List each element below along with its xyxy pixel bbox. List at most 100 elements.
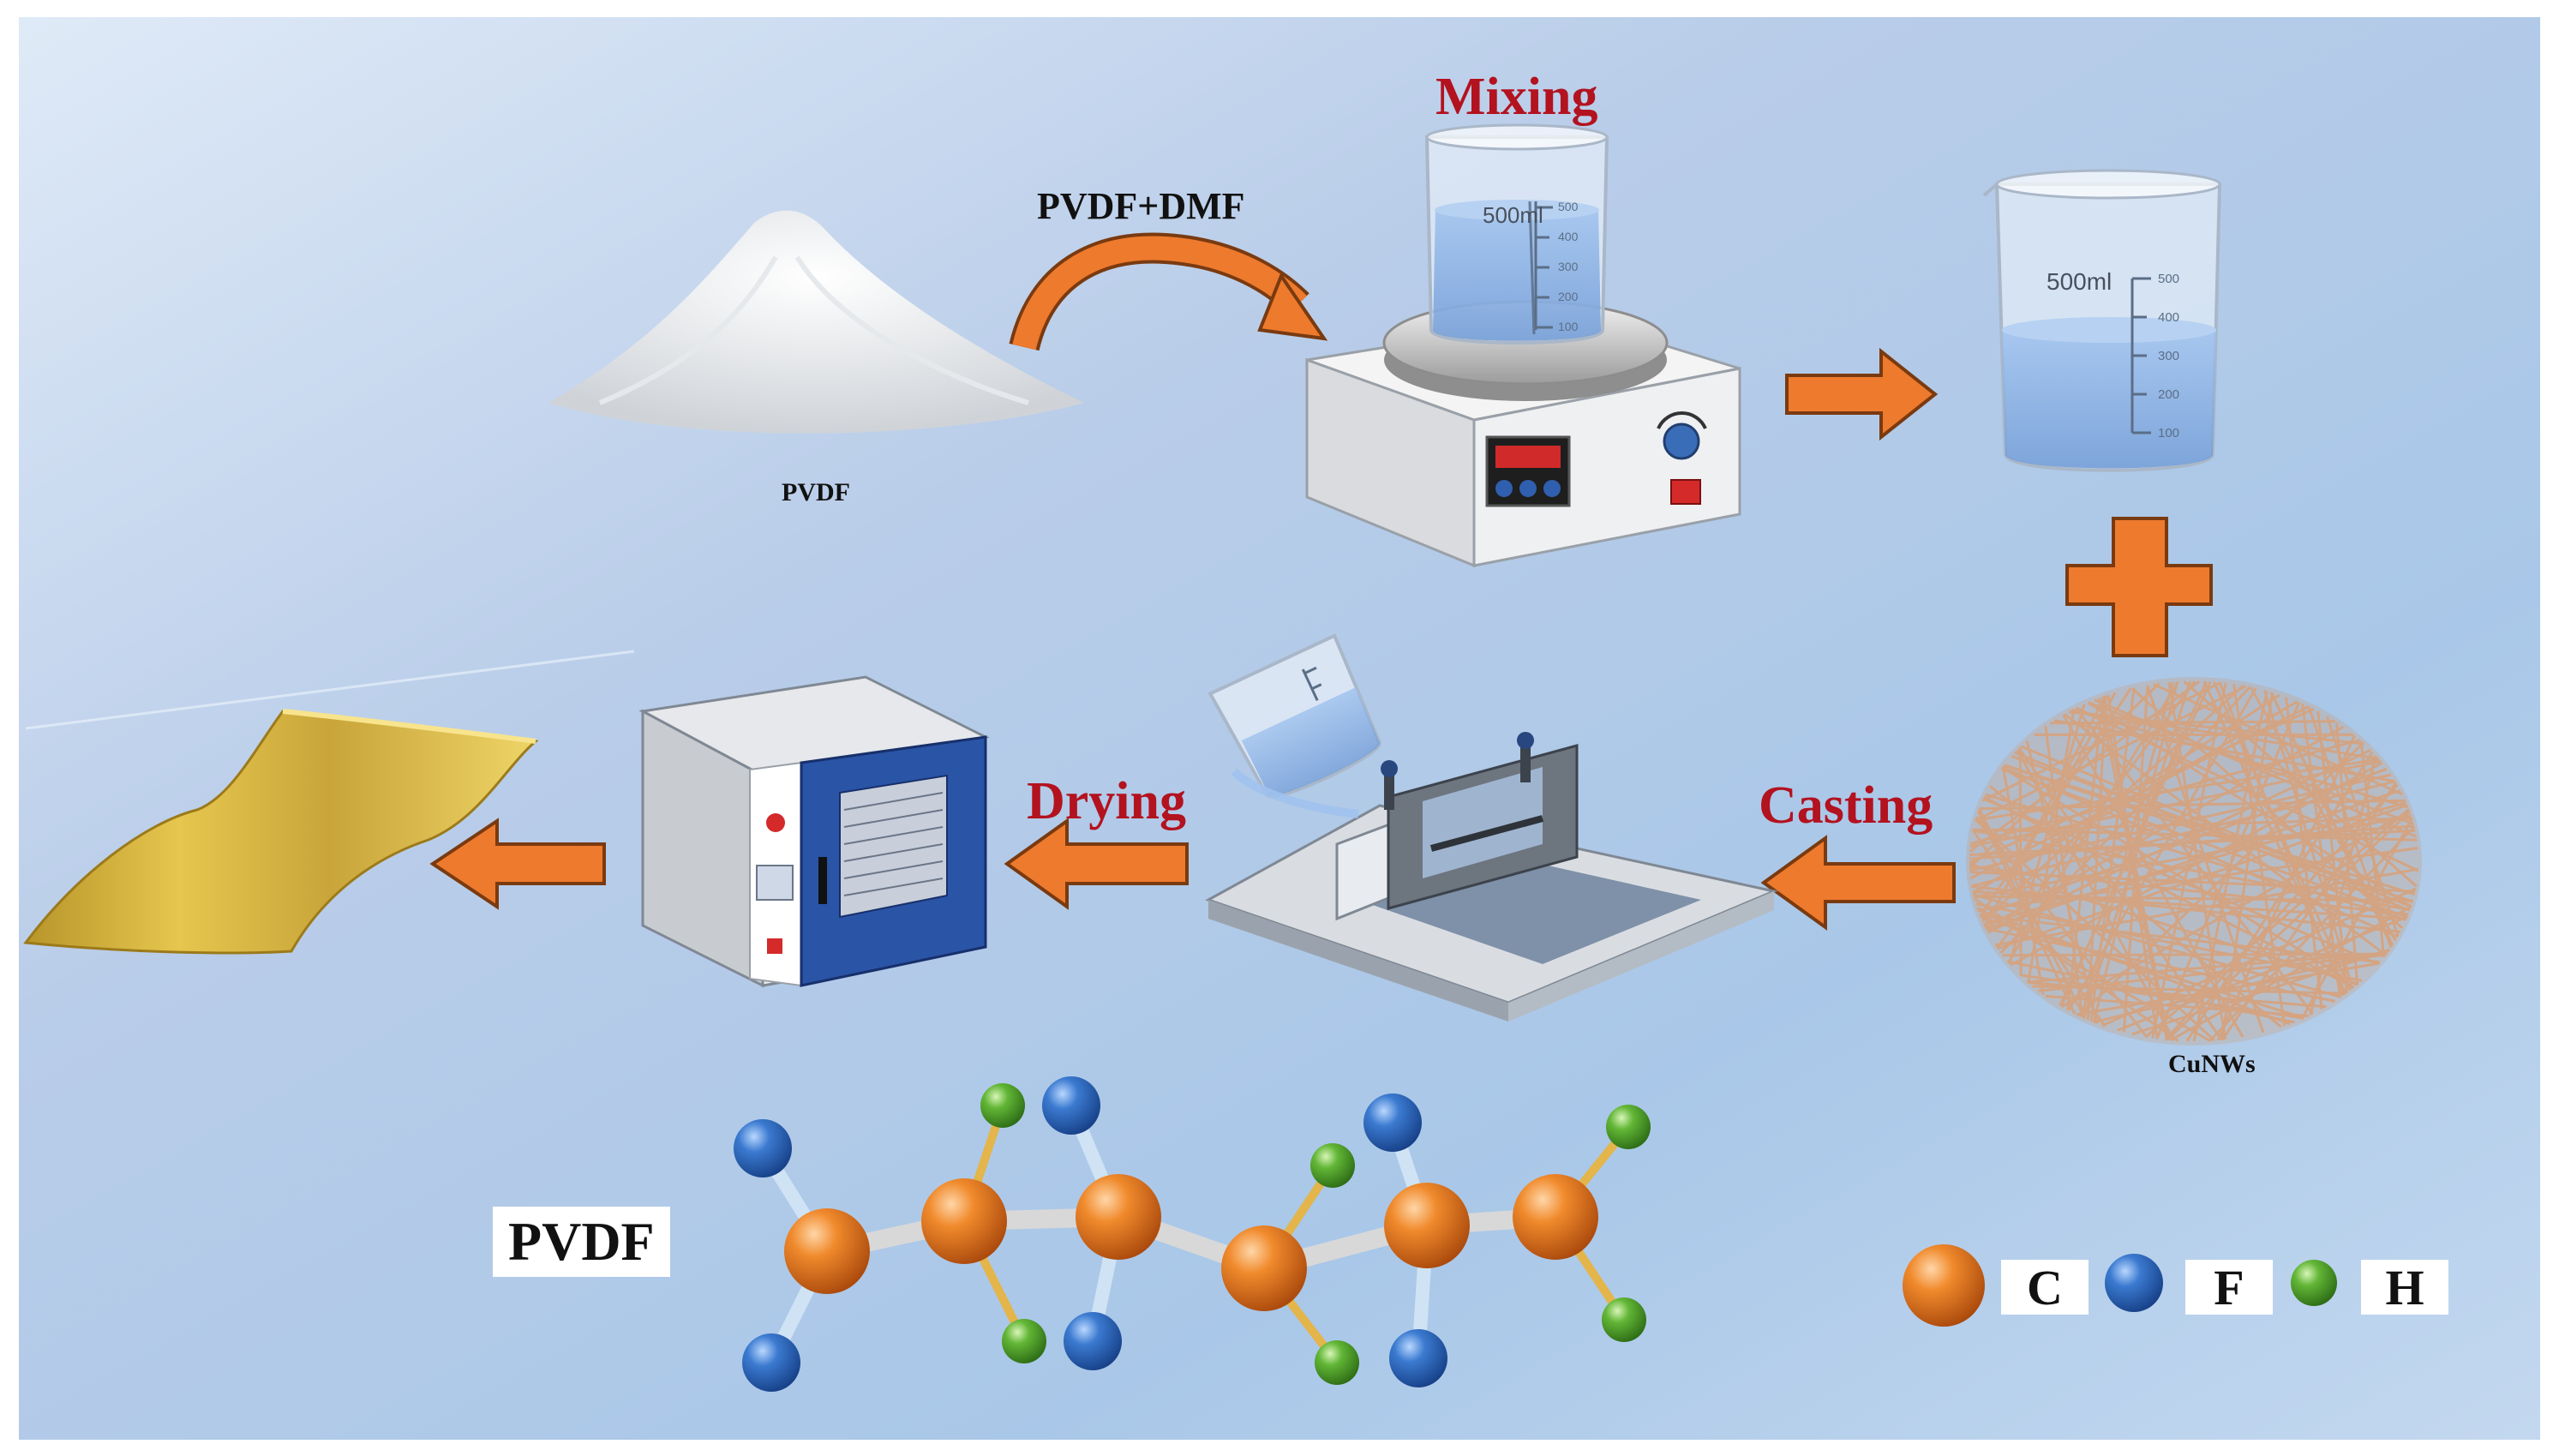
nanowire [2285,697,2323,1010]
nanowire [2062,714,2244,1038]
legend: C F H [1903,1244,2448,1327]
indicator-light-icon [766,813,785,832]
beaker-right: 500ml 500 400 300 200 100 [1982,169,2222,472]
fluorine-atom-icon [742,1333,800,1392]
composite-film [23,709,539,955]
pouring-beaker [1208,633,1381,818]
arrow-left-icon [1004,818,1189,910]
curved-arrow-icon [1009,232,1328,351]
nanowire [1987,749,2371,934]
fluorine-atom-icon [734,1119,792,1177]
nanowire [2002,765,2399,938]
legend-label-box [2001,1260,2089,1315]
arrow-right-icon [1785,347,1939,441]
nanowire [2010,761,2383,967]
legend-fluorine-label: F [2214,1260,2244,1315]
drying-label: Drying [1027,772,1186,830]
nanowire [1972,829,2411,912]
tick-label: 300 [2158,349,2179,363]
fluorine-atom-icon [1389,1329,1447,1387]
fluorine-atom-icon [1064,1312,1122,1370]
nanowire [1983,795,2355,989]
nanowire [2101,887,2417,1027]
nanowire [2094,698,2418,838]
nanowire [1975,758,2380,822]
knob-icon [1663,422,1700,460]
nanowire [2078,742,2364,1017]
nanowire [1999,686,2251,955]
casting-apparatus [1205,732,1778,1022]
nanowire [2089,687,2136,1022]
tick-label: 500 [1558,200,1579,213]
light-streak [25,650,635,730]
beaker-volume-label: 500ml [2047,268,2112,295]
tick-label: 200 [1558,290,1579,303]
nanowire [2066,696,2105,1010]
nanowire [2301,703,2341,998]
fluorine-atom-icon [1363,1093,1422,1152]
nanowire [1969,680,2201,853]
legend-carbon-icon [1903,1244,1985,1327]
knob-icon [1517,732,1534,749]
nanowire [2068,710,2364,746]
nanowire [2316,710,2349,993]
fluorine-atom-icon [1042,1076,1100,1135]
carbon-atom-icon [1513,1174,1598,1260]
nanowire [1969,866,2409,916]
carbon-atom-icon [1221,1225,1307,1311]
nanowire [2038,953,2386,992]
nanowire [1972,700,2298,894]
nanowire [2213,681,2352,992]
legend-hydrogen-icon [2291,1260,2337,1306]
nanowire [2080,681,2174,1018]
nanowire [1982,797,2379,966]
nanowire [1978,808,2087,1020]
drying-oven [638,675,990,988]
carbon-atom-icon [784,1208,870,1294]
nanowire [2032,985,2346,995]
cunws-network [1966,677,2422,1046]
power-switch-icon [767,938,782,954]
carbon-atom-icon [1384,1183,1470,1268]
nanowire [2117,915,2408,1032]
nanowire [2020,745,2412,908]
pvdf-molecule-label: PVDF [493,1207,670,1277]
hydrogen-atom-icon [1602,1297,1646,1342]
arrow-left-icon [1760,835,1956,931]
tick-label: 300 [1558,260,1579,273]
mixing-label: Mixing [1435,68,1598,126]
hydrogen-atom-icon [980,1083,1025,1128]
nanowire [2025,740,2099,1024]
carbon-atom-icon [921,1178,1007,1264]
nanowire [1973,814,2412,899]
carbon-atom-icon [1076,1174,1161,1260]
pvdf-powder-pile [548,210,1084,434]
legend-label-box [2185,1260,2273,1315]
legend-hydrogen-label: H [2385,1260,2424,1315]
legend-carbon-label: C [2027,1260,2063,1315]
nanowire [2001,766,2045,995]
nanowire [2002,952,2387,957]
nanowire [1985,927,2335,1003]
casting-label: Casting [1759,776,1933,835]
pvdf-powder-label: PVDF [782,478,850,506]
beaker-volume-label: 500ml [1483,202,1543,228]
nanowire [2155,701,2301,1040]
tick-label: 400 [1558,230,1579,243]
legend-label-box [2361,1260,2448,1315]
tick-label: 100 [2158,426,2179,440]
nanowire [2325,716,2400,938]
hydrogen-atom-icon [1606,1105,1651,1149]
hydrogen-atom-icon [1315,1340,1359,1385]
nanowire [2107,694,2159,1040]
legend-fluorine-icon [2105,1254,2163,1312]
beaker-main: 500ml 500 400 300 200 100 [1424,123,1609,345]
nanowire [2167,682,2227,1040]
tick-label: 100 [1558,320,1579,333]
tick-label: 200 [2158,387,2179,402]
nanowire [2101,696,2170,1040]
nanowire [1980,915,2305,1020]
hydrogen-atom-icon [1310,1143,1355,1188]
pvdf-molecule [734,1076,1651,1392]
